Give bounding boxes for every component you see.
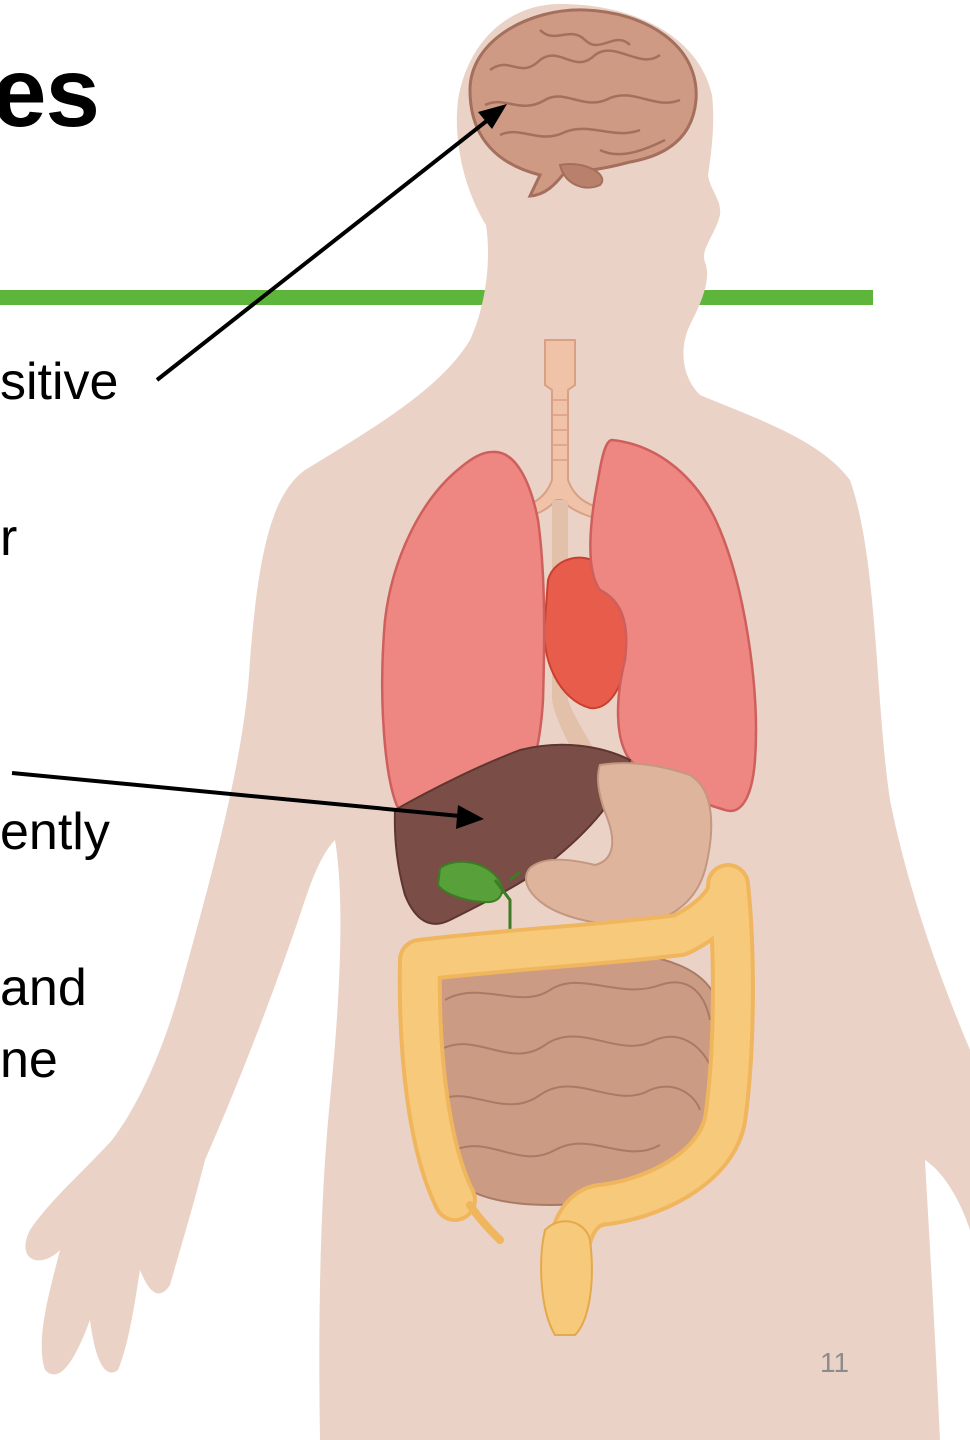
arrow-to-brain (157, 104, 507, 380)
page-number: 11 (820, 1347, 849, 1379)
bullet-text-3: ently (0, 802, 110, 862)
rectum (541, 1221, 592, 1335)
title-underline (0, 290, 873, 305)
slide-title: es (0, 36, 99, 149)
bullet-text-5: ne (0, 1030, 58, 1090)
bullet-text-1: sitive (0, 352, 118, 412)
bullet-text-4: and (0, 958, 87, 1018)
bullet-text-2: r (0, 508, 17, 568)
